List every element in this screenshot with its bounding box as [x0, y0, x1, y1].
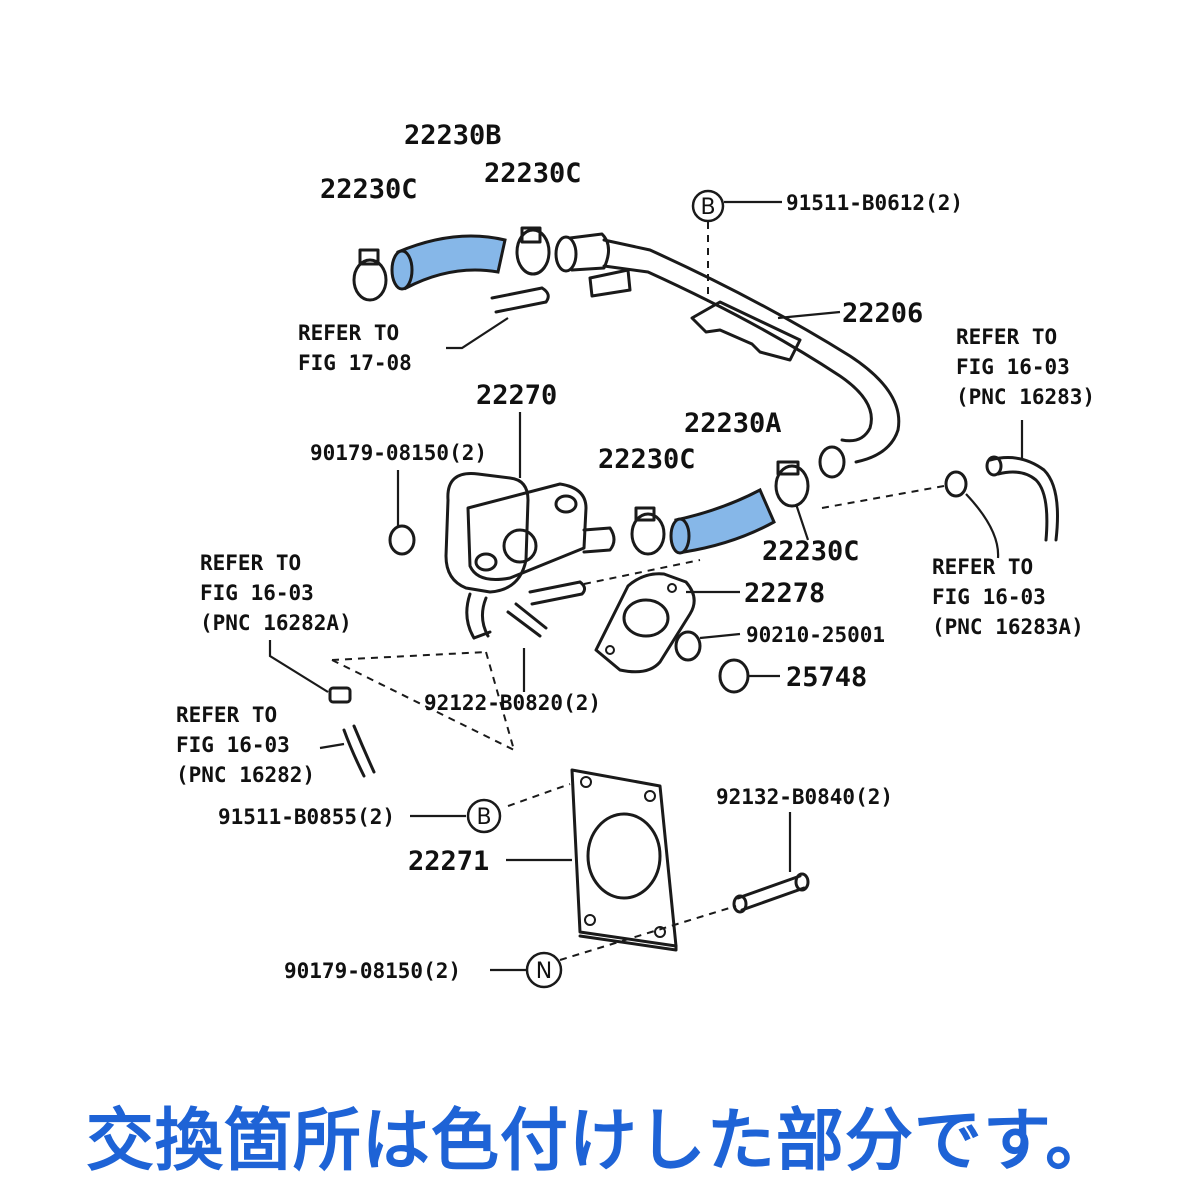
label-25748: 25748	[786, 662, 867, 693]
clamp-22230c-mid-left	[630, 506, 666, 556]
label-22230a: 22230A	[684, 408, 782, 439]
marker-n-letter: N	[536, 959, 552, 984]
label-22230c-mid-right: 22230C	[762, 536, 860, 567]
marker-b-bottom: B	[410, 798, 502, 834]
label-90210: 90210-25001	[746, 623, 885, 647]
dash-valve-gasket	[583, 559, 701, 585]
label-22270: 22270	[476, 380, 557, 411]
ref-pnc16283a-line3: (PNC 16283A)	[932, 615, 1084, 639]
hose-22230b-body	[396, 234, 507, 291]
label-22230c-top-right: 22230C	[484, 158, 582, 189]
hose-22230a	[669, 487, 776, 555]
bolt-90179-top	[388, 470, 416, 556]
gasket-22278	[594, 572, 740, 674]
ref-pnc16282-line1: REFER TO	[176, 703, 277, 727]
marker-n-bottom: N	[490, 951, 563, 989]
nut-90210	[674, 630, 741, 662]
label-22230c-mid-left: 22230C	[598, 444, 696, 475]
hose-ref-16282a	[268, 640, 352, 704]
pipe-22206	[554, 232, 901, 479]
dash-n-bottom	[559, 905, 737, 961]
ref-pnc16283a-line1: REFER TO	[932, 555, 1033, 579]
label-22230b: 22230B	[404, 120, 502, 151]
replacement-note-caption: 交換箇所は色付けした部分です。	[85, 1102, 1115, 1181]
dash-b-bottom	[507, 783, 571, 807]
hose-ref-16283	[985, 420, 1059, 542]
label-90179-top: 90179-08150(2)	[310, 441, 487, 465]
ref-pnc16282a-line1: REFER TO	[200, 551, 301, 575]
label-92132: 92132-B0840(2)	[716, 785, 893, 809]
ref-fig17-08-line2: FIG 17-08	[298, 351, 412, 375]
ref-pnc16282-line2: FIG 16-03	[176, 733, 290, 757]
label-22230c-top-left: 22230C	[320, 174, 418, 205]
stud-92122	[506, 602, 548, 692]
label-92122: 92122-B0820(2)	[424, 691, 601, 715]
leader-22230c-mid-right	[794, 503, 810, 541]
ref-fig17-08-line1: REFER TO	[298, 321, 399, 345]
label-22206: 22206	[842, 298, 923, 329]
clamp-22230c-top-left	[352, 248, 388, 302]
label-90179-bottom: 90179-08150(2)	[284, 959, 461, 983]
stud-92132	[732, 812, 810, 914]
flange-22271	[506, 768, 678, 952]
ref-pnc16282a-line2: FIG 16-03	[200, 581, 314, 605]
hose-ref-16282	[319, 724, 376, 778]
ref-pnc16282a-line3: (PNC 16282A)	[200, 611, 352, 635]
marker-b-top: B	[691, 189, 782, 223]
leader-fig17-08	[446, 317, 509, 350]
hose-22230a-end	[669, 517, 691, 555]
dash-right-clamp	[821, 485, 945, 509]
ref-pnc16283-line2: FIG 16-03	[956, 355, 1070, 379]
label-91511-b0855: 91511-B0855(2)	[218, 805, 395, 829]
plug-25748	[718, 658, 780, 694]
pipe-small-upper	[490, 286, 550, 314]
ref-pnc16283a-line2: FIG 16-03	[932, 585, 1046, 609]
hose-22230a-body	[674, 487, 776, 554]
hose-22230b	[390, 234, 507, 291]
ref-pnc16283-line1: REFER TO	[956, 325, 1057, 349]
valve-22270	[444, 472, 616, 640]
leader-22206	[777, 310, 841, 320]
marker-b-top-letter: B	[700, 195, 715, 220]
label-22271: 22271	[408, 846, 489, 877]
clamp-22230c-mid-right	[774, 460, 810, 508]
marker-b-bottom-letter: B	[476, 805, 491, 830]
ref-pnc16282-line3: (PNC 16282)	[176, 763, 315, 787]
dash-left-triangle	[331, 651, 515, 751]
hose-22230b-end	[390, 249, 414, 291]
clamp-ref-16283a	[944, 470, 1000, 559]
label-22278: 22278	[744, 578, 825, 609]
clamp-22230c-top-right	[515, 226, 551, 276]
ref-pnc16283-line3: (PNC 16283)	[956, 385, 1095, 409]
label-91511-b0612: 91511-B0612(2)	[786, 191, 963, 215]
